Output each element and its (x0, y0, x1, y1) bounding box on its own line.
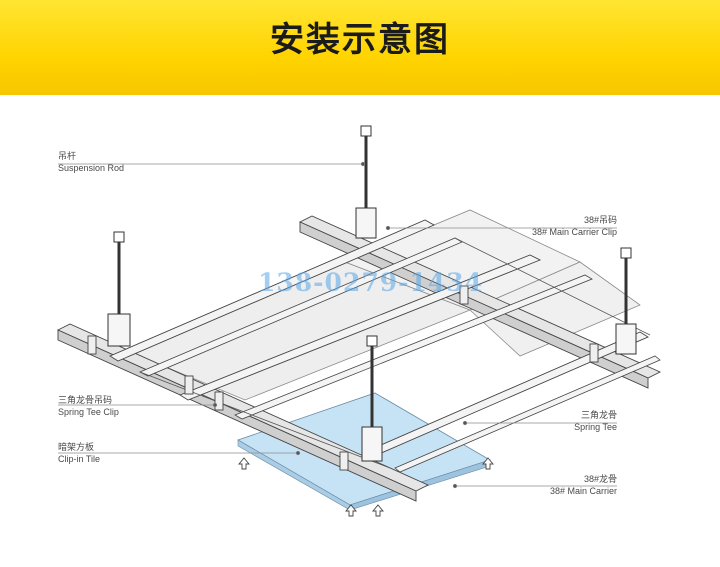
carrier-clips (107, 207, 637, 462)
main-carrier (299, 221, 649, 389)
spring-tee (109, 219, 436, 362)
rod-caps (113, 125, 632, 347)
spring-tee-clip (339, 451, 349, 471)
label-cn: 38#龙骨 (583, 474, 617, 484)
label-en: 38# Main Carrier (549, 486, 617, 496)
label-spring-tee: 三角龙骨 Spring Tee (530, 409, 617, 433)
label-en: Suspension Rod (58, 163, 125, 173)
label-en: 38# Main Carrier Clip (531, 227, 617, 237)
spring-tee-clip (589, 343, 599, 363)
label-cn: 三角龙骨吊码 (58, 395, 113, 405)
spring-tee-clip (459, 285, 469, 305)
label-spring-tee-clip: 三角龙骨吊码 Spring Tee Clip (58, 394, 119, 418)
main-carrier-clip (361, 426, 383, 462)
label-cn: 吊杆 (58, 151, 77, 161)
label-en: Spring Tee (574, 422, 617, 432)
main-carrier-clip (615, 323, 637, 355)
label-clip-in-tile: 暗架方板 Clip-in Tile (58, 441, 100, 465)
header-banner (0, 0, 720, 95)
push-up-arrows (238, 457, 494, 517)
main-carrier-clip (107, 313, 131, 347)
up-arrow-icon (238, 457, 250, 470)
label-en: Clip-in Tile (58, 454, 101, 464)
label-en: Spring Tee Clip (58, 407, 119, 417)
label-suspension-rod: 吊杆 Suspension Rod (58, 150, 124, 174)
label-main-carrier-clip: 38#吊码 38# Main Carrier Clip (520, 214, 617, 238)
spring-tee (139, 237, 463, 377)
main-carrier-clip (355, 207, 377, 239)
spring-tee-clip (184, 375, 194, 395)
label-cn: 三角龙骨 (580, 410, 617, 420)
spring-tee-clips (87, 285, 599, 471)
leader-lines (58, 161, 617, 489)
up-arrow-icon (345, 504, 357, 517)
ceiling-panel (469, 261, 641, 357)
spring-tee (234, 274, 593, 420)
spring-tee (394, 355, 661, 473)
spring-tees (109, 219, 661, 473)
spring-tee-clip (87, 335, 97, 355)
page-title: 安装示意图 (270, 20, 450, 60)
up-arrow-icon (372, 504, 384, 517)
ceiling-diagram (56, 125, 662, 517)
up-arrow-icon (482, 457, 494, 470)
label-main-carrier: 38#龙骨 38# Main Carrier (520, 473, 617, 497)
spring-tee-clip (214, 391, 224, 411)
label-cn: 38#吊码 (583, 215, 617, 225)
phone-watermark: 138-0279-1434 (258, 268, 484, 297)
ceiling-panels (128, 209, 641, 401)
label-cn: 暗架方板 (58, 442, 95, 452)
spring-tee (179, 254, 542, 401)
